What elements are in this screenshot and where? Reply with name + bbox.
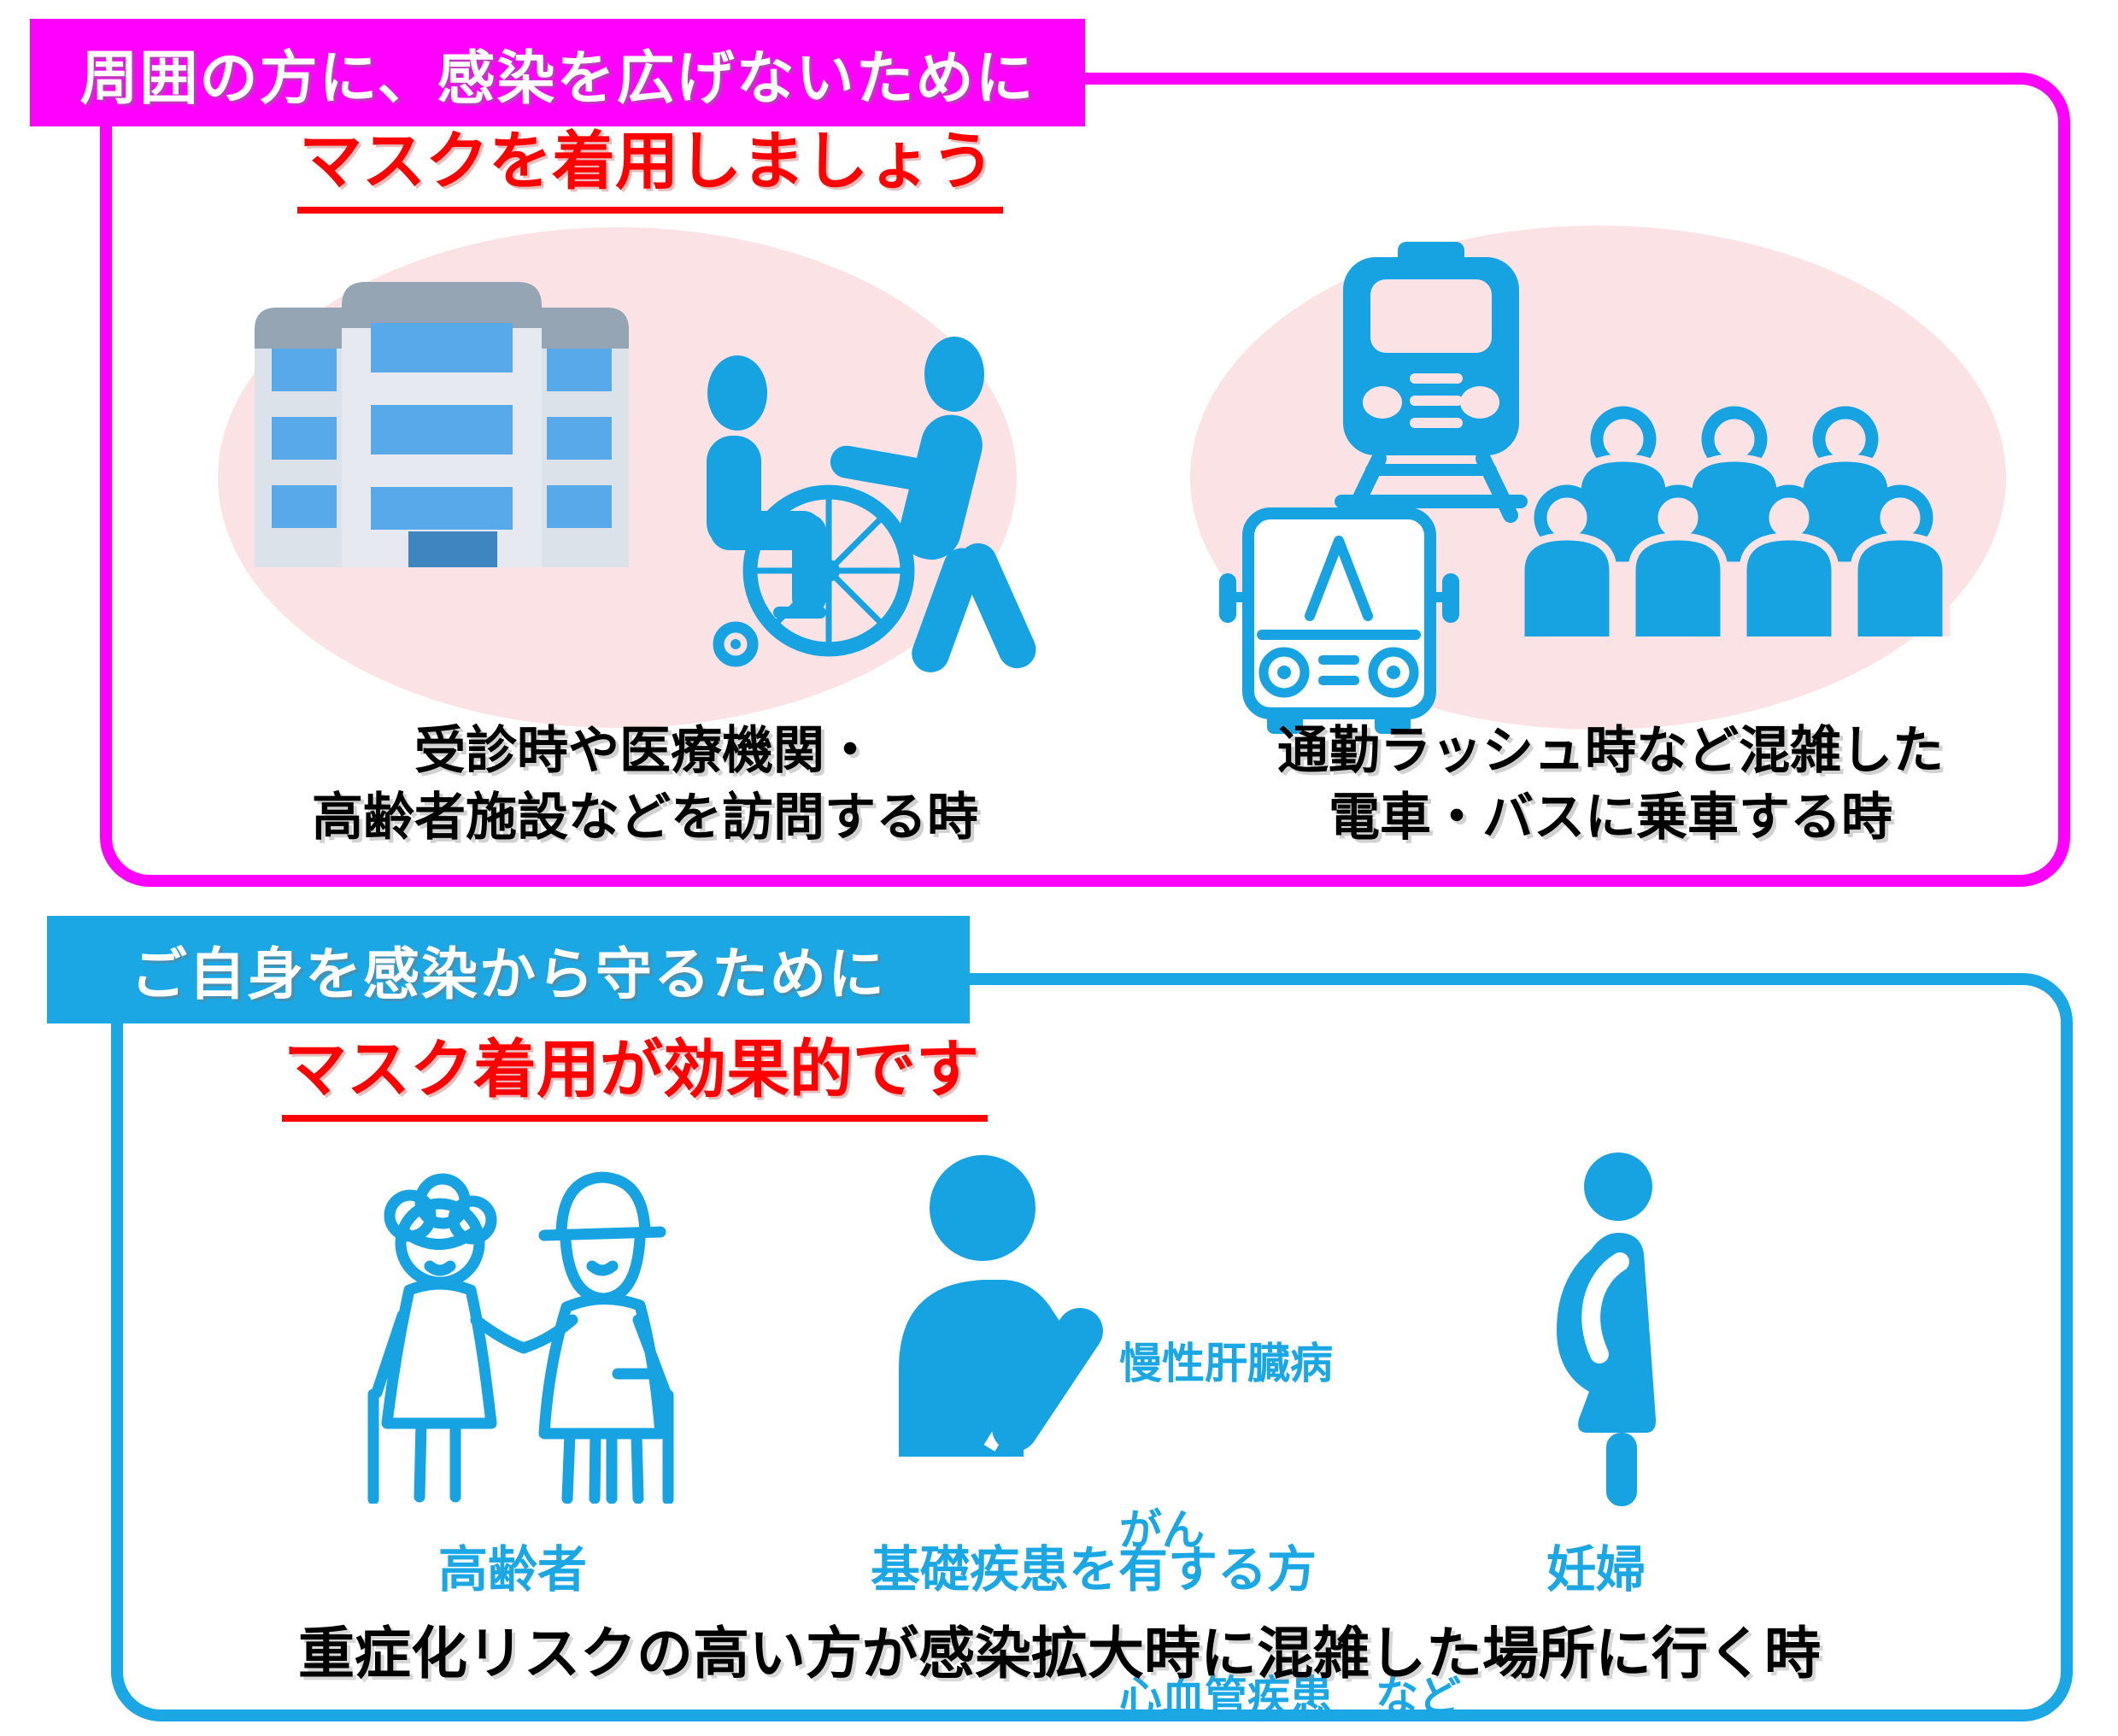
underlying-condition-label: 基礎疾患を有する方 (870, 1540, 1317, 1598)
transit-caption-line1: 通勤ラッシュ時など混雑した (1277, 721, 1944, 781)
crowd-icon (1514, 384, 1954, 636)
mask-effective-subtitle: マスク着用が効果的です (282, 1036, 988, 1123)
wear-mask-subtitle: マスクを着用しましょう (297, 128, 1003, 214)
person-with-condition-icon (899, 1155, 1103, 1457)
conditions-list: 慢性肝臓病 がん 心血管疾患 など (1119, 1225, 1461, 1736)
protect-section-title: ご自身を感染から守るために (131, 941, 886, 1007)
condition-item: がん (1119, 1505, 1205, 1555)
condition-item: 慢性肝臓病 (1119, 1339, 1333, 1388)
wheelchair-user-with-caregiver-icon (707, 337, 1036, 672)
protect-section-header: ご自身を感染から守るために (47, 916, 970, 1023)
spread-section-title: 周囲の方に、感染を広げないために (79, 44, 1036, 113)
hospital-visit-caption-line2: 高齢者施設などを訪問する時 (312, 788, 978, 847)
elderly-label: 高齢者 (437, 1540, 587, 1598)
bus-icon (1219, 507, 1459, 734)
condition-item: 心血管疾患 など (1119, 1672, 1461, 1721)
pregnant-label: 妊婦 (1546, 1540, 1646, 1598)
pregnant-woman-icon (1557, 1152, 1657, 1506)
hospital-visit-caption: 受診時や医療機関・ 高齢者施設などを訪問する時 (222, 718, 1068, 851)
elderly-couple-icon (367, 1171, 674, 1504)
spread-section-header: 周囲の方に、感染を広げないために (30, 19, 1085, 126)
hospital-visit-caption-line1: 受診時や医療機関・ (414, 721, 876, 781)
transit-caption-line2: 電車・バスに乗車する時 (1329, 788, 1892, 847)
hospital-building-icon (255, 282, 629, 567)
protect-footer-caption: 重症化リスクの高い方が感染拡大時に混雑した場所に行く時 (298, 1621, 1821, 1686)
train-icon (1335, 242, 1528, 523)
transit-caption: 通勤ラッシュ時など混雑した 電車・バスに乗車する時 (1196, 718, 2025, 851)
